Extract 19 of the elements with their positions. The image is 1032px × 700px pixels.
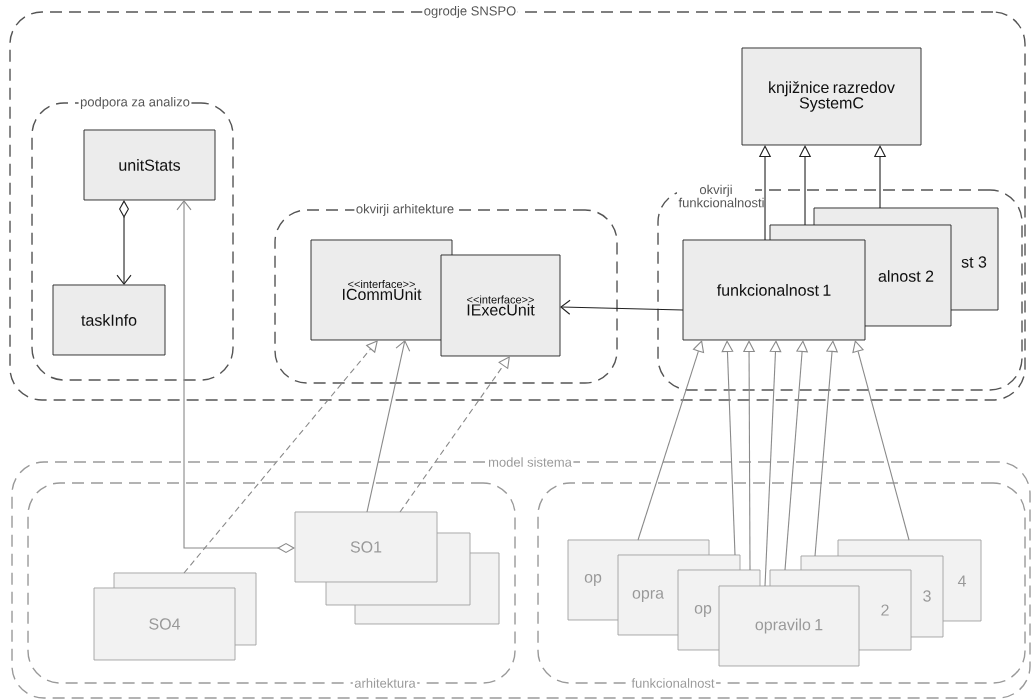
arrow: [764, 340, 782, 587]
class-box: <<interface>> ICommUnit: [310, 239, 453, 341]
class-box: opravilo 1: [718, 585, 860, 667]
class-box: <<interface>> IExecUnit: [440, 254, 561, 357]
arrow: [560, 299, 684, 315]
class-box: knjižnice razredov SystemC: [741, 47, 922, 146]
arrow: [366, 340, 411, 513]
arrow: [721, 340, 736, 556]
arrow: [183, 340, 378, 574]
class-box: funkcionalnost 1: [682, 239, 866, 341]
arrow: [852, 340, 910, 541]
class-box: SO1: [294, 511, 438, 583]
class-box: taskInfo: [52, 284, 166, 356]
arrow: [637, 340, 705, 541]
arrow: [176, 200, 295, 553]
class-box: SO4: [93, 587, 236, 661]
class-box: unitStats: [83, 129, 216, 201]
arrow: [399, 356, 510, 513]
arrow: [116, 200, 132, 285]
